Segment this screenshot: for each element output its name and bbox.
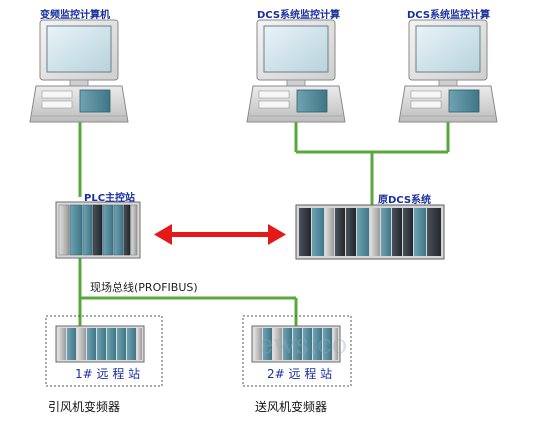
dcs-system-label: 原DCS系统 bbox=[378, 195, 432, 206]
desktop-computer-icon bbox=[398, 19, 498, 123]
remote-io-rack-icon bbox=[55, 325, 145, 363]
remote-station-2-label: 2# 远 程 站 bbox=[267, 367, 333, 381]
dcs-computer-1-label: DCS系统监控计算 bbox=[257, 10, 341, 21]
dcs-system-rack bbox=[295, 204, 445, 260]
desktop-computer-icon bbox=[246, 19, 346, 123]
vfd-computer-label: 变频监控计算机 bbox=[40, 10, 110, 21]
induced-fan-vfd-label: 引风机变频器 bbox=[48, 400, 121, 414]
fieldbus-label: 现场总线(PROFIBUS) bbox=[90, 281, 198, 294]
remote-station-1-box bbox=[45, 315, 163, 387]
remote-io-rack-icon bbox=[251, 325, 341, 363]
remote-station-1-label: 1# 远 程 站 bbox=[75, 367, 141, 381]
dcs-computer-2-label: DCS系统监控计算 bbox=[407, 10, 491, 21]
desktop-computer-icon bbox=[29, 19, 129, 123]
dcs-monitor-computer-2 bbox=[398, 19, 498, 123]
plc-main-station-rack bbox=[55, 201, 141, 259]
dcs-monitor-computer-1 bbox=[246, 19, 346, 123]
network-lines bbox=[78, 120, 450, 327]
vfd-monitor-computer bbox=[29, 19, 129, 123]
plc-dcs-link-arrow bbox=[154, 224, 286, 245]
watermark: ews.co bbox=[258, 330, 348, 360]
remote-station-2-box bbox=[242, 315, 352, 387]
forced-fan-vfd-label: 送风机变频器 bbox=[255, 400, 328, 414]
plc-rack-icon bbox=[55, 201, 141, 259]
plc-station-label: PLC主控站 bbox=[84, 193, 136, 204]
